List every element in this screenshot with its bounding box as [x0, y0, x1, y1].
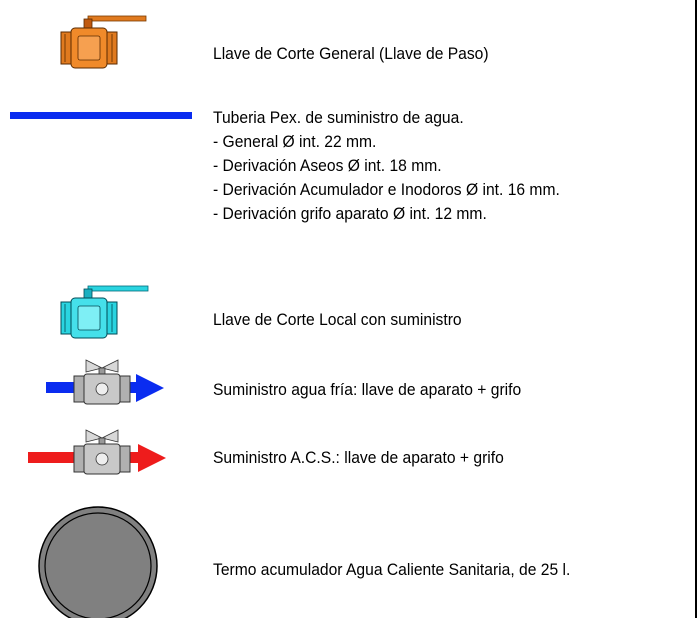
- red-arrow-valve-icon: [28, 429, 166, 475]
- blue-arrow-valve-icon: [46, 359, 164, 405]
- water-heater-circle-icon: [38, 506, 158, 618]
- pipe-spec-general: - General Ø int. 22 mm.: [213, 132, 377, 151]
- pipe-title: Tuberia Pex. de suministro de agua.: [213, 108, 464, 127]
- pipe-spec-grifo: - Derivación grifo aparato Ø int. 12 mm.: [213, 204, 487, 223]
- blue-pipe-line-icon: [10, 112, 192, 119]
- orange-ball-valve-icon: [60, 15, 147, 69]
- hot-supply-label: Suministro A.C.S.: llave de aparato + gr…: [213, 448, 504, 467]
- pipe-spec-acumulador: - Derivación Acumulador e Inodoros Ø int…: [213, 180, 560, 199]
- local-valve-label: Llave de Corte Local con suministro: [213, 310, 462, 329]
- water-heater-label: Termo acumulador Agua Caliente Sanitaria…: [213, 560, 571, 579]
- pipe-spec-aseos: - Derivación Aseos Ø int. 18 mm.: [213, 156, 442, 175]
- cold-supply-label: Suministro agua fría: llave de aparato +…: [213, 380, 522, 399]
- cyan-ball-valve-icon: [60, 285, 149, 339]
- general-valve-label: Llave de Corte General (Llave de Paso): [213, 44, 489, 63]
- pipe-spec-list: - General Ø int. 22 mm. - Derivación Ase…: [213, 130, 560, 226]
- page-right-border: [695, 0, 697, 618]
